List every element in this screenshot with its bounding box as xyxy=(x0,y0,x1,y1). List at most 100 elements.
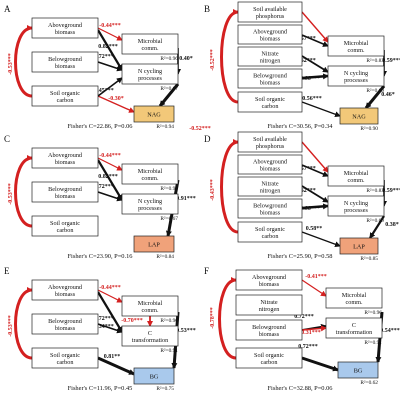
node-label: Aboveground xyxy=(253,158,288,165)
path-coefficient: -0.43*** xyxy=(210,179,216,201)
node-label: C xyxy=(148,330,152,337)
node-box xyxy=(133,367,175,385)
node-box xyxy=(327,165,385,187)
node-box xyxy=(325,317,383,339)
path-arrow-2 xyxy=(97,159,123,201)
path-coefficient: 0.45*** xyxy=(94,88,114,94)
panel-letter: E xyxy=(4,266,10,276)
node-label: comm. xyxy=(141,175,158,182)
path-arrow-3 xyxy=(301,356,339,372)
node-label: comm. xyxy=(141,307,158,314)
node-box xyxy=(235,294,303,316)
node-label: biomass xyxy=(55,193,76,200)
node-label: Microbial xyxy=(138,38,163,45)
node-label: Nitrate xyxy=(261,50,278,57)
panel-letter: B xyxy=(204,4,210,14)
node-label: biomass xyxy=(55,159,76,166)
node-label: LAP xyxy=(148,241,160,248)
path-coefficient: 0.46* xyxy=(381,92,395,98)
node-box xyxy=(121,33,179,55)
node-label: Aboveground xyxy=(253,28,288,35)
node-box xyxy=(31,347,99,369)
path-coefficient: 0.53*** xyxy=(176,328,196,334)
path-arrow-2 xyxy=(301,203,329,210)
node-label: LAP xyxy=(353,243,365,250)
node-label: biomass xyxy=(259,281,280,288)
panel-f: F-0.41***0.72***-0.31***0.72***-0.78***0… xyxy=(204,266,400,392)
node-box xyxy=(31,313,99,335)
path-coefficient: -0.41*** xyxy=(305,274,327,280)
fisher-statistic: Fisher's C=11.96, P=0.45 xyxy=(68,385,133,392)
path-arrow-0 xyxy=(97,289,123,303)
node-label: carbon xyxy=(262,233,279,240)
node-label: biomass xyxy=(260,209,281,216)
r-squared: R²=0.94 xyxy=(156,124,174,130)
path-arrow-0 xyxy=(301,279,327,297)
r-squared: R²=0.96 xyxy=(364,310,382,316)
node-box xyxy=(31,181,99,203)
path-coefficient: -0.52*** xyxy=(189,0,211,2)
path-arrow-5 xyxy=(220,9,239,104)
node-box xyxy=(237,154,303,175)
path-coefficient: 0.57*** xyxy=(296,36,316,42)
node-label: nitrogen xyxy=(259,306,280,313)
node-label: Microbial xyxy=(138,168,163,175)
node-label: N cycling xyxy=(344,70,368,77)
r-squared: R²=0.90 xyxy=(360,126,378,132)
panel-e: E-0.44***0.72***0.34***0.81**-0.70***-0.… xyxy=(4,266,196,392)
panel-d: D-0.52***0.57***0.66***0.62***0.58**-0.4… xyxy=(189,126,400,262)
node-label: N cycling xyxy=(138,198,162,205)
path-arrow-5 xyxy=(14,25,33,98)
node-label: carbon xyxy=(57,97,74,104)
node-label: Microbial xyxy=(344,40,369,47)
r-squared: R²=0.85 xyxy=(360,256,378,262)
path-coefficient: 0.82*** xyxy=(98,44,118,50)
fisher-statistic: Fisher's C=22.86, P=0.06 xyxy=(68,123,133,130)
node-box xyxy=(121,295,179,317)
fisher-statistic: Fisher's C=25.90, P=0.58 xyxy=(268,253,333,260)
node-box xyxy=(327,35,385,57)
node-label: Aboveground xyxy=(48,152,83,159)
r-squared: R²=0.69 xyxy=(366,88,384,94)
path-coefficient: -0.31*** xyxy=(299,330,321,336)
node-label: Microbial xyxy=(138,300,163,307)
r-squared: R²=0.84 xyxy=(156,254,174,260)
node-box xyxy=(325,287,383,309)
node-label: biomass xyxy=(260,165,281,172)
node-label: nitrogen xyxy=(260,57,281,64)
node-label: Soil organic xyxy=(255,226,285,233)
path-coefficient: 0.72*** xyxy=(94,184,114,190)
path-arrow-7 xyxy=(369,215,385,239)
path-coefficient: -0.78*** xyxy=(210,307,216,329)
path-coefficient: -0.44*** xyxy=(99,23,121,29)
r-squared: R²=0.91 xyxy=(160,348,178,354)
node-label: biomass xyxy=(55,63,76,70)
node-label: Microbial xyxy=(344,170,369,177)
node-label: Soil organic xyxy=(50,90,80,97)
path-coefficient: -0.53*** xyxy=(8,183,14,205)
node-box xyxy=(237,91,303,113)
node-box xyxy=(121,193,179,215)
r-squared: R²=0.62 xyxy=(360,380,378,386)
node-label: phosphorus xyxy=(256,143,285,150)
node-label: comm. xyxy=(347,47,364,54)
node-label: biomass xyxy=(55,29,76,36)
node-label: BG xyxy=(150,373,159,380)
path-coefficient: 0.72*** xyxy=(298,344,318,350)
path-arrow-4 xyxy=(14,155,33,228)
